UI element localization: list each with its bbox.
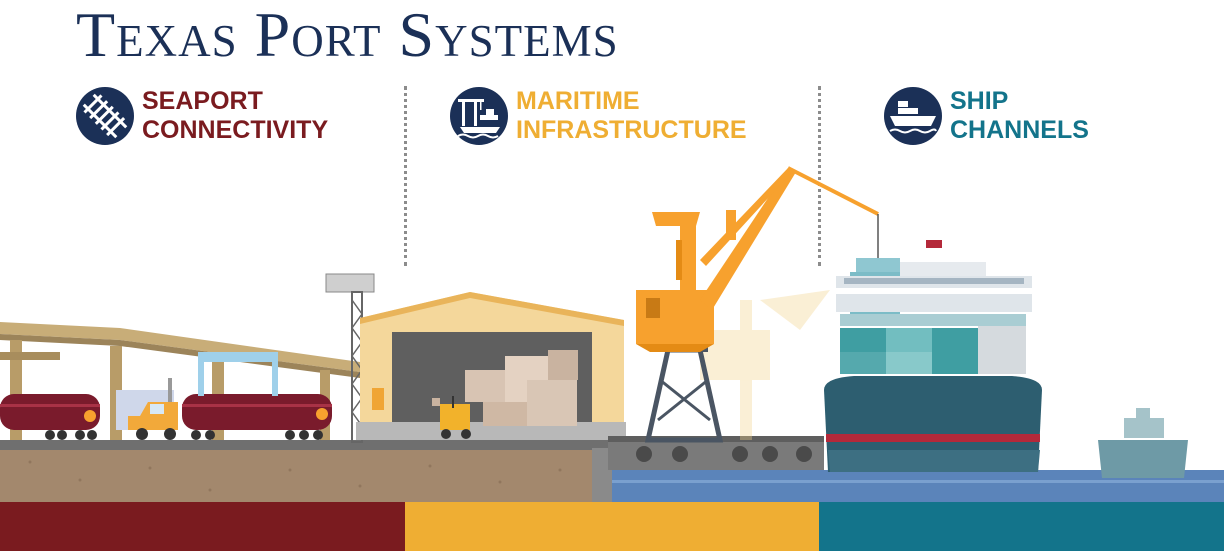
section-ship-channels: SHIP CHANNELS [884, 86, 1089, 146]
tank-car [0, 394, 100, 440]
distant-ship [1098, 408, 1188, 478]
section-maritime-infrastructure: MARITIME INFRASTRUCTURE [450, 86, 747, 146]
harbor-crane [636, 166, 879, 443]
forklift [432, 396, 471, 439]
ship-icon [884, 87, 942, 145]
background-crane [700, 290, 830, 440]
tank-car [182, 394, 332, 440]
section-label: MARITIME INFRASTRUCTURE [516, 87, 747, 144]
pier [608, 436, 824, 470]
section-label: SHIP CHANNELS [950, 87, 1089, 144]
ground-soil [0, 448, 610, 502]
section-label: SEAPORT CONNECTIVITY [142, 87, 329, 144]
page-title: Texas Port Systems [76, 0, 619, 70]
railroad-track-icon [76, 87, 134, 145]
section-divider [404, 86, 407, 266]
warehouse [356, 292, 626, 440]
bar-ship-channels [819, 502, 1224, 551]
semi-truck [128, 378, 178, 440]
bar-seaport-connectivity [0, 502, 405, 551]
section-divider [818, 86, 821, 266]
section-seaport-connectivity: SEAPORT CONNECTIVITY [76, 86, 328, 146]
container-ship [824, 240, 1042, 472]
bar-maritime-infrastructure [405, 502, 819, 551]
rail-line [0, 440, 640, 450]
crane-dock-icon [450, 87, 508, 145]
